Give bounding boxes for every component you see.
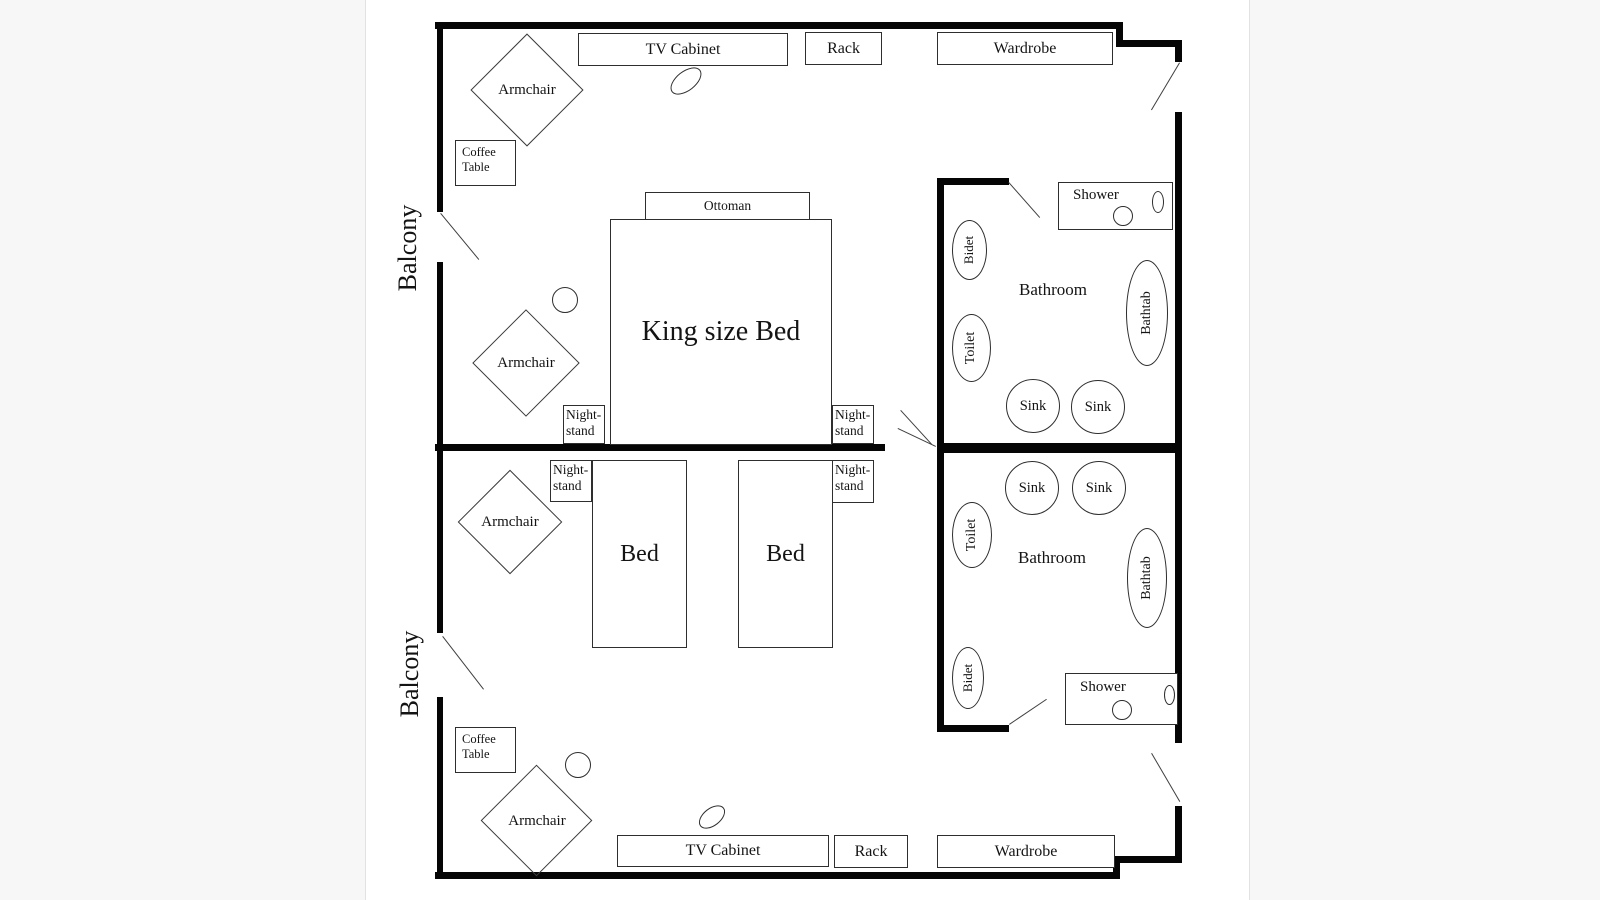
sink-top-right-label: Sink <box>1084 398 1112 415</box>
king-bed: King size Bed <box>610 219 832 445</box>
round-table-twin <box>565 752 591 778</box>
tv-cabinet-top: TV Cabinet <box>578 33 788 66</box>
wall-top-step-vertical <box>1116 22 1123 47</box>
nightstand-king-right-label: Night- stand <box>835 407 871 438</box>
ottoman-label: Ottoman <box>703 198 752 213</box>
bed-right-label: Bed <box>766 540 805 567</box>
wall-bottom <box>435 872 1120 879</box>
armchair-twin-mid-label: Armchair <box>481 513 539 530</box>
sink-top-left: Sink <box>1006 379 1060 433</box>
wall-bottom-step-horizontal <box>1113 856 1182 863</box>
rack-bottom-label: Rack <box>854 842 888 860</box>
shower-top-head-oval <box>1152 191 1164 213</box>
bidet-bottom <box>952 647 984 709</box>
armchair-king-mid-label: Armchair <box>497 354 555 371</box>
wall-bottom-step-vertical <box>1113 856 1120 879</box>
nightstand-king-right: Night- stand <box>832 405 874 444</box>
wall-right-upper-stub <box>1175 40 1182 62</box>
nightstand-twin-left-label: Night- stand <box>553 462 589 493</box>
bathtub-top-label: Bathtab <box>1139 291 1154 335</box>
wall-bathroom-left <box>937 178 944 732</box>
round-table-king <box>552 287 578 313</box>
nightstand-king-left-label: Night- stand <box>566 407 602 438</box>
shower-bottom-label: Shower <box>1080 679 1126 695</box>
bathtub-bottom-label: Bathtab <box>1139 556 1154 600</box>
toilet-top-label: Toilet <box>963 331 978 365</box>
coffee-table-bottom-label: Coffee Table <box>462 732 496 761</box>
shower-bottom: Shower <box>1065 673 1178 725</box>
shower-bottom-drain-circle <box>1112 700 1132 720</box>
sink-bottom-right-label: Sink <box>1085 479 1113 496</box>
wall-left-upper <box>437 22 443 212</box>
bed-left: Bed <box>592 460 687 648</box>
sink-bottom-left-label: Sink <box>1018 479 1046 496</box>
wall-left-mid <box>437 262 443 447</box>
nightstand-twin-right: Night- stand <box>832 460 874 503</box>
coffee-table-top-label: Coffee Table <box>462 145 496 174</box>
shower-top-drain-circle <box>1113 206 1133 226</box>
rack-top-label: Rack <box>827 39 860 57</box>
wall-room-divider <box>435 444 885 451</box>
wardrobe-top-label: Wardrobe <box>993 39 1057 57</box>
bidet-bottom-label: Bidet <box>960 663 975 693</box>
sink-bottom-left: Sink <box>1005 461 1059 515</box>
tv-cabinet-bottom-label: TV Cabinet <box>685 842 761 859</box>
coffee-table-top: Coffee Table <box>455 140 516 186</box>
wall-top-step-horizontal <box>1116 40 1182 47</box>
coffee-table-bottom: Coffee Table <box>455 727 516 773</box>
wall-bathroom-bottom <box>937 725 1009 732</box>
wall-bathroom-top <box>937 178 1009 185</box>
shower-bottom-head-oval <box>1164 685 1175 705</box>
bed-right: Bed <box>738 460 833 648</box>
rack-top: Rack <box>805 32 882 65</box>
wall-bathroom-divider <box>937 443 1182 453</box>
nightstand-twin-left: Night- stand <box>550 460 592 502</box>
balcony-bottom-label: Balcony <box>395 630 424 718</box>
sink-top-right: Sink <box>1071 380 1125 434</box>
wall-left-lower-a <box>437 451 443 633</box>
wardrobe-bottom-label: Wardrobe <box>994 842 1058 860</box>
toilet-bottom <box>952 502 992 568</box>
rack-bottom: Rack <box>834 835 908 868</box>
wall-right-main <box>1175 112 1182 743</box>
armchair-king-corner-label: Armchair <box>498 81 556 98</box>
bathtub-bottom <box>1127 528 1167 628</box>
sink-top-left-label: Sink <box>1019 397 1047 414</box>
nightstand-king-left: Night- stand <box>563 405 605 444</box>
bathroom-top-label: Bathroom <box>1019 280 1087 299</box>
tv-cabinet-top-label: TV Cabinet <box>645 40 721 58</box>
armchair-twin-corner-label: Armchair <box>508 812 566 829</box>
wall-top <box>435 22 1123 29</box>
tv-cabinet-bottom: TV Cabinet <box>617 835 829 867</box>
bed-left-label: Bed <box>620 540 659 567</box>
wall-right-lower <box>1175 806 1182 863</box>
ottoman: Ottoman <box>645 192 810 220</box>
sink-bottom-right: Sink <box>1072 461 1126 515</box>
bidet-top-label: Bidet <box>961 235 976 265</box>
bathtub-top <box>1126 260 1168 366</box>
shower-top-label: Shower <box>1073 187 1119 203</box>
balcony-top-label: Balcony <box>393 204 422 292</box>
wall-left-lower-b <box>437 697 443 878</box>
king-bed-label: King size Bed <box>641 316 801 347</box>
nightstand-twin-right-label: Night- stand <box>835 462 871 493</box>
bidet-top <box>952 220 987 280</box>
bathroom-bottom-label: Bathroom <box>1018 548 1086 567</box>
wardrobe-top: Wardrobe <box>937 32 1113 65</box>
wardrobe-bottom: Wardrobe <box>937 835 1115 868</box>
toilet-top <box>952 314 991 382</box>
toilet-bottom-label: Toilet <box>964 518 979 552</box>
